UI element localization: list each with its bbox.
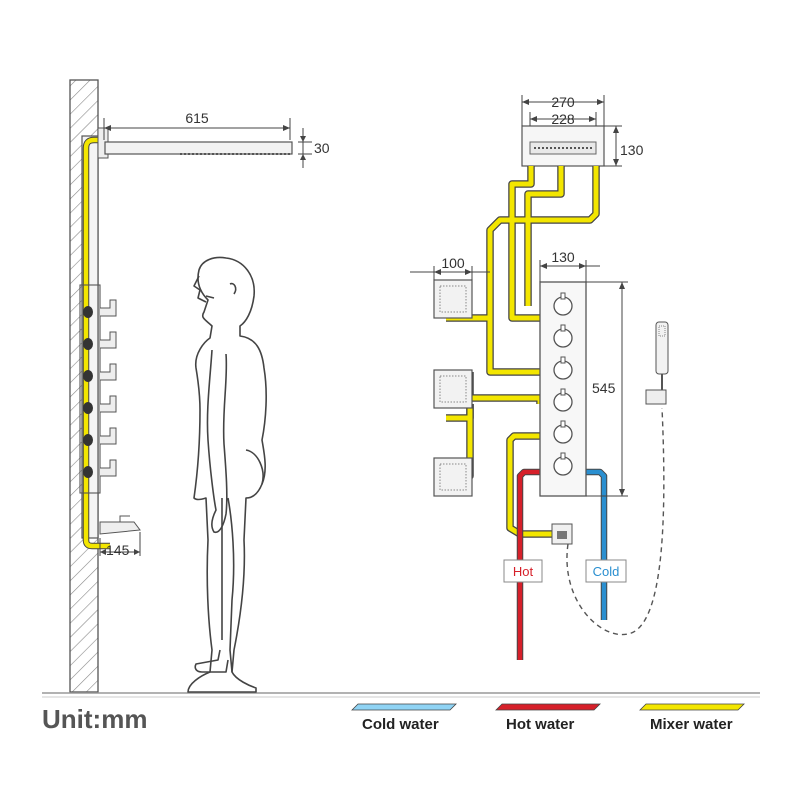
dim-spout-depth: 145 (99, 532, 141, 558)
hot-supply-label-text: Hot (513, 564, 534, 579)
hand-shower-outlet (551, 523, 573, 545)
cold-supply-label: Cold (585, 559, 627, 583)
dim-head-thickness: 30 (298, 128, 330, 168)
dim-spout-depth-label: 145 (106, 542, 130, 558)
control-knob (553, 324, 573, 348)
legend-label: Mixer water (650, 716, 733, 733)
side-jet (83, 427, 117, 446)
dim-jet-size-label: 100 (441, 255, 465, 271)
dim-top-depth-label: 130 (620, 142, 644, 158)
legend-item: Mixer water (639, 703, 745, 733)
side-jet (83, 331, 117, 350)
legend-item: Hot water (495, 703, 601, 733)
control-knob (553, 452, 573, 476)
dim-head-length-label: 615 (185, 110, 209, 126)
dim-top-outer: 270 (521, 94, 605, 126)
control-panel (539, 281, 587, 497)
dim-top-inner: 228 (529, 111, 597, 127)
legend-label: Cold water (362, 716, 439, 733)
body-jet-bottom (433, 457, 473, 497)
human-figure (187, 256, 267, 693)
dim-top-inner-label: 228 (551, 111, 575, 127)
dim-panel-width-label: 130 (551, 249, 575, 265)
legend-swatch (639, 703, 745, 711)
hot-supply-label: Hot (503, 559, 543, 583)
tub-spout-side (99, 515, 141, 535)
overhead-rain-head-side (97, 127, 293, 159)
legend-label: Hot water (506, 716, 575, 733)
dim-top-outer-label: 270 (551, 94, 575, 110)
hand-shower (645, 321, 669, 405)
top-rain-head (521, 125, 605, 167)
dim-panel-height-label: 545 (592, 380, 616, 396)
dim-top-depth: 130 (604, 125, 644, 167)
side-jet (83, 395, 117, 414)
control-knob (553, 292, 573, 316)
unit-label: Unit:mm (42, 704, 147, 734)
side-jet (83, 299, 117, 318)
side-body-jets (79, 284, 117, 494)
body-jet-middle (433, 369, 473, 409)
floor-line (42, 692, 760, 698)
control-knob (553, 388, 573, 412)
legend-swatch (495, 703, 601, 711)
side-jet (83, 363, 117, 382)
cold-supply-pipe (586, 468, 608, 620)
dim-panel-height: 545 (586, 281, 628, 497)
cold-supply-label-text: Cold (593, 564, 620, 579)
control-knob (553, 356, 573, 380)
body-jet-top (433, 279, 473, 319)
dim-jet-size: 100 (410, 255, 490, 280)
legend: Cold water Hot water Mixer water (351, 703, 745, 733)
dim-panel-width: 130 (539, 249, 600, 282)
dim-head-thickness-label: 30 (314, 140, 330, 156)
side-jet (83, 459, 117, 478)
hand-shower-hose (566, 407, 665, 636)
dim-head-length: 615 (103, 110, 291, 140)
legend-swatch (351, 703, 457, 711)
control-knob (553, 420, 573, 444)
legend-item: Cold water (351, 703, 457, 733)
side-view-column (81, 135, 110, 550)
